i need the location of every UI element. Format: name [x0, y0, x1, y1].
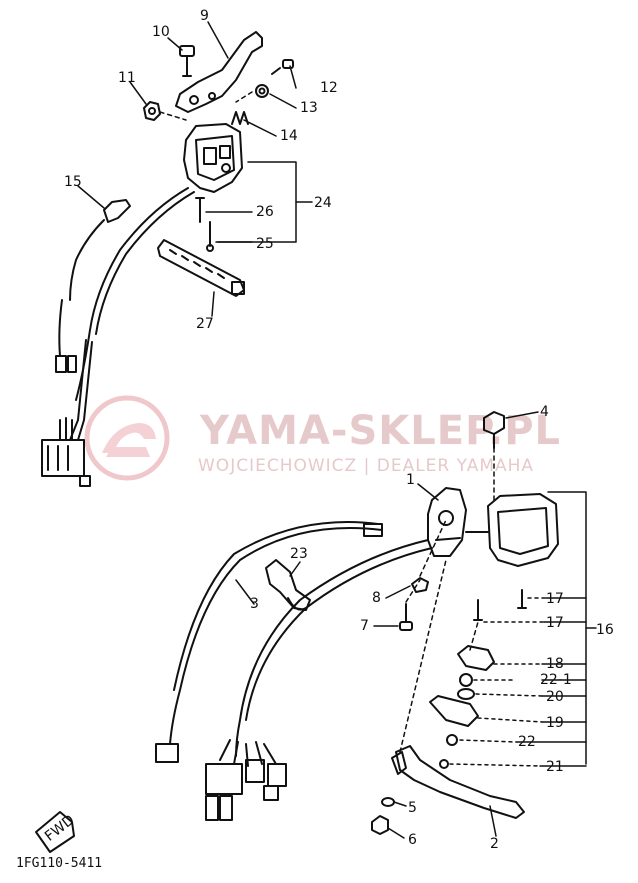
bolt-4	[483, 411, 505, 449]
callout-2: 2	[490, 836, 499, 852]
callout-11: 11	[118, 70, 136, 86]
callout-20: 20	[546, 689, 564, 705]
nut-11	[143, 101, 161, 121]
callouts: 9 10 11 12 13 14 15 24 26 25 27 4 1 8 7 …	[64, 8, 614, 852]
callout-8: 8	[372, 590, 381, 606]
callout-21: 21	[546, 759, 564, 775]
callout-23: 23	[290, 546, 308, 562]
watermark-subtitle: WOJCIECHOWICZ | DEALER YAMAHA	[198, 456, 535, 476]
callout-19: 19	[546, 715, 564, 731]
callout-27: 27	[196, 316, 214, 332]
fwd-arrow	[35, 811, 75, 853]
connector-15	[55, 199, 131, 373]
callout-15: 15	[64, 174, 82, 190]
callout-3: 3	[250, 596, 259, 612]
callout-10: 10	[152, 24, 170, 40]
callout-17b: 17	[546, 615, 564, 631]
callout-12: 12	[320, 80, 338, 96]
switch-housing-bottom	[465, 493, 559, 567]
switch-housing-top	[183, 123, 243, 193]
callout-22: 22	[518, 734, 536, 750]
lever-upper	[175, 31, 263, 113]
screw-12	[271, 59, 294, 75]
callout-25: 25	[256, 236, 274, 252]
callout-24: 24	[314, 195, 332, 211]
cable-3	[155, 521, 383, 763]
band-27	[157, 239, 245, 297]
callout-14: 14	[280, 128, 298, 144]
watermark-logo	[84, 395, 170, 481]
harness-bottom	[205, 739, 287, 821]
screw-7	[399, 603, 413, 631]
callout-5: 5	[408, 800, 417, 816]
callout-1: 1	[406, 472, 415, 488]
callout-6: 6	[408, 832, 417, 848]
callout-26: 26	[256, 204, 274, 220]
band-23	[265, 559, 311, 611]
callout-18: 18	[546, 656, 564, 672]
bolt-10	[179, 45, 195, 77]
callout-22-1: 22-1	[540, 672, 572, 688]
bracket-1	[427, 487, 467, 557]
callout-17a: 17	[546, 591, 564, 607]
figure-code: 1FG110-5411	[16, 856, 103, 871]
harness-top	[41, 339, 93, 487]
callout-4: 4	[540, 404, 549, 420]
callout-7: 7	[360, 618, 369, 634]
callout-13: 13	[300, 100, 318, 116]
callout-9: 9	[200, 8, 209, 24]
lever-lower	[391, 745, 525, 819]
fwd-label: FWD	[42, 812, 78, 845]
callout-16: 16	[596, 622, 614, 638]
